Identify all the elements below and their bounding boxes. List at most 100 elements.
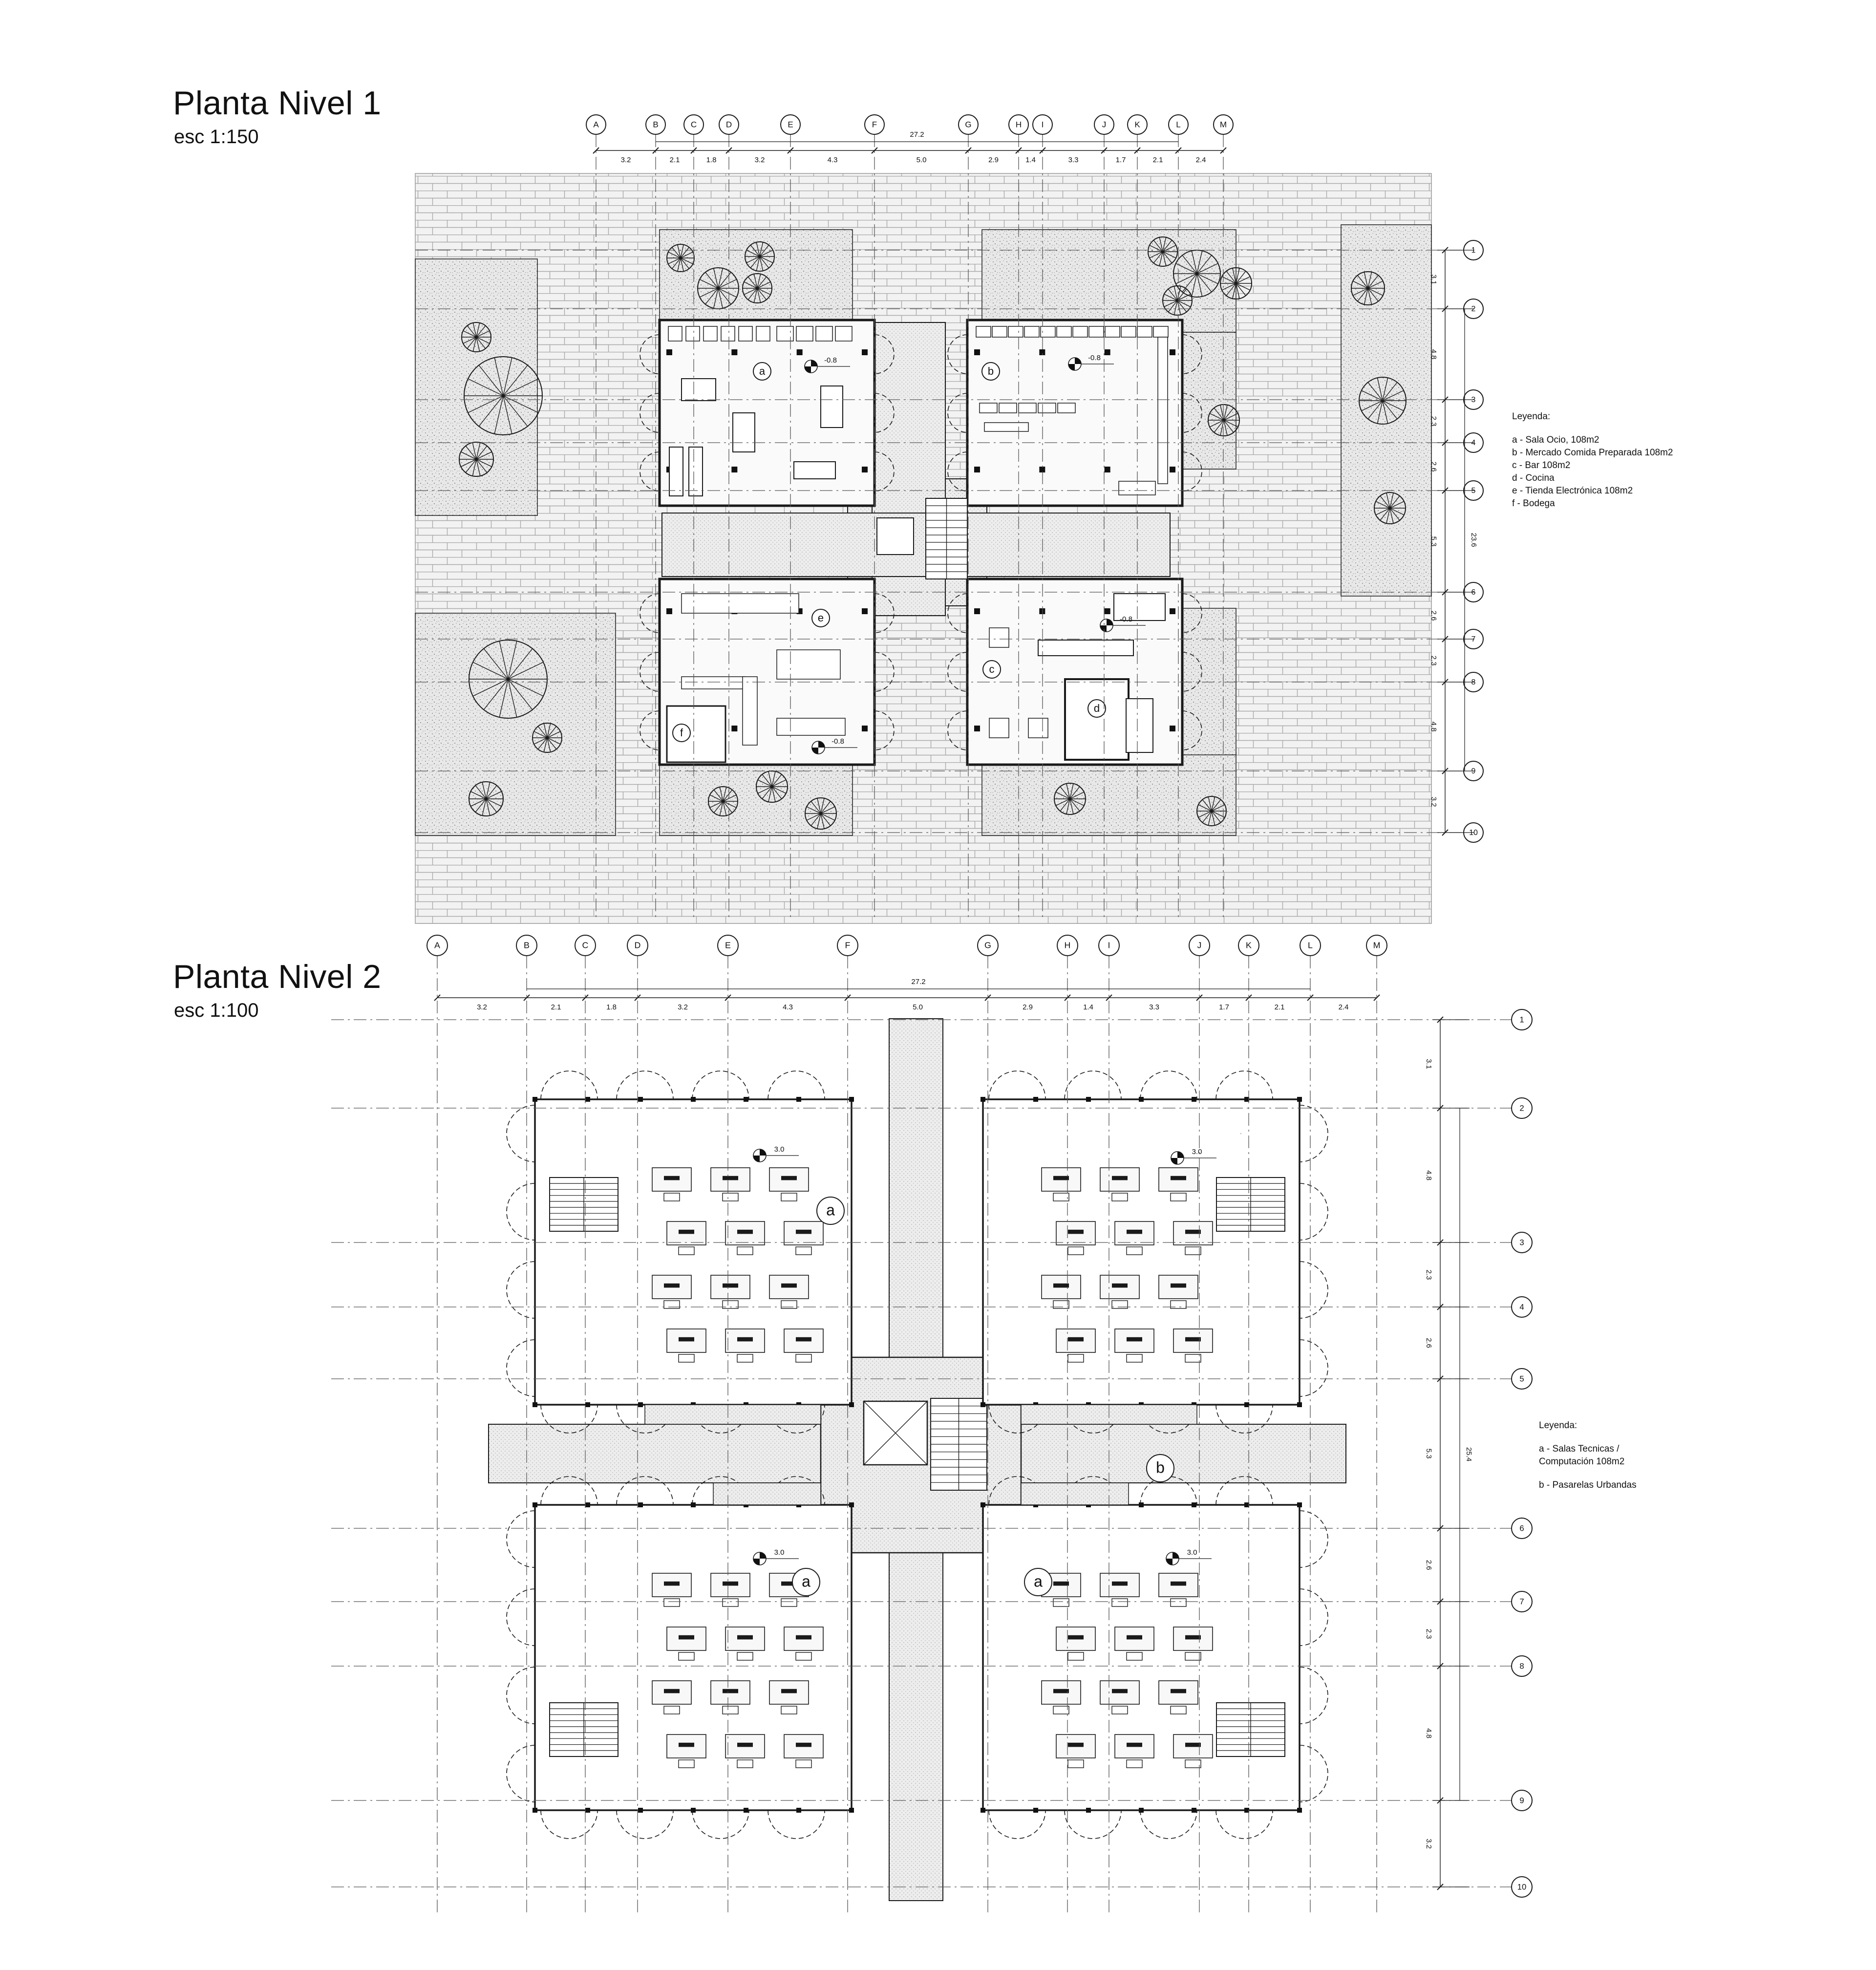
- monitor: [737, 1635, 753, 1640]
- structural-column: [849, 1402, 854, 1407]
- tree-branch: [759, 242, 764, 257]
- plan2-legend-title: Leyenda:: [1539, 1420, 1578, 1431]
- tree-branch: [744, 288, 758, 295]
- structural-column: [849, 1097, 854, 1102]
- door-swing: [874, 710, 895, 750]
- tree-branch: [713, 801, 724, 813]
- plan2-dimension-value: 3.2: [477, 1003, 487, 1011]
- tree-icon: [805, 797, 837, 830]
- structural-column: [849, 1502, 854, 1507]
- structural-column: [1244, 1402, 1249, 1407]
- plan2-dimension-tick: [582, 994, 589, 1001]
- structural-column: [1170, 726, 1175, 731]
- plan1-dimension-value: 2.4: [1196, 156, 1206, 164]
- tree-branch: [723, 794, 737, 802]
- tree-branch: [1221, 276, 1236, 284]
- workstation-desk: [769, 1167, 809, 1201]
- structural-column: [796, 349, 803, 355]
- workstation-desk: [784, 1221, 824, 1255]
- plan1-axis-d-circle: [719, 114, 739, 135]
- tree-branch: [1191, 273, 1197, 297]
- plan1-dimension-value: 2.6: [1429, 462, 1438, 472]
- tree-branch: [1069, 783, 1074, 799]
- tree-branch: [820, 798, 825, 814]
- door-swing: [767, 1071, 825, 1100]
- plan1-axis-k: K: [1127, 114, 1148, 135]
- plan1-legend: Leyenda: a - Sala Ocio, 108m2 b - Mercad…: [1512, 410, 1673, 510]
- structural-column: [744, 1097, 748, 1102]
- tree-branch: [465, 446, 477, 460]
- tree-branch: [1382, 390, 1404, 401]
- chair: [1170, 1300, 1187, 1309]
- structural-column: [731, 349, 738, 355]
- chair: [1111, 1300, 1128, 1309]
- elevator-core: [863, 1400, 928, 1466]
- workstation-desk: [710, 1275, 750, 1309]
- plan2-axis-1: 1: [1511, 1009, 1533, 1030]
- plan1-axis-m: M: [1213, 114, 1234, 135]
- plan2-dimension-value: 1.8: [606, 1003, 617, 1011]
- tree-branch: [472, 459, 477, 476]
- plan1-axis-i: I: [1032, 114, 1053, 135]
- monitor: [781, 1283, 797, 1288]
- tree-branch: [475, 798, 487, 813]
- plan1-axis-f-circle: [864, 114, 885, 135]
- workstation-desk: [652, 1680, 692, 1714]
- structural-column: [638, 1097, 643, 1102]
- structural-column: [666, 349, 672, 355]
- plan2-axis-4: 4: [1511, 1296, 1533, 1318]
- workstation-desk: [725, 1734, 765, 1768]
- tree-branch: [547, 723, 551, 738]
- monitor: [737, 1337, 753, 1342]
- tree-branch: [1177, 289, 1187, 301]
- structural-column: [862, 467, 868, 472]
- plan2-axis-e-label: E: [725, 941, 731, 950]
- plan2-axis-g-circle: [977, 935, 999, 956]
- tree-branch: [1055, 792, 1070, 799]
- tree-branch: [1177, 300, 1187, 312]
- tree-branch: [1162, 245, 1176, 252]
- workstation-desk: [1114, 1627, 1154, 1661]
- tree-branch: [768, 771, 772, 787]
- structural-column: [1244, 1097, 1249, 1102]
- tree-branch: [547, 726, 557, 738]
- door-swing: [874, 451, 895, 492]
- structural-column: [796, 1808, 801, 1813]
- tree-branch: [757, 779, 772, 787]
- tree-branch: [768, 786, 772, 802]
- plan2-dimension-value: 2.6: [1425, 1338, 1433, 1348]
- food-counter: [1008, 326, 1023, 338]
- structural-column: [1086, 1808, 1091, 1813]
- tree-branch: [1375, 508, 1390, 515]
- tree-branch: [699, 279, 719, 289]
- plan2-dimension-value: 5.3: [1425, 1449, 1433, 1459]
- plan2-dimension-tick: [1106, 994, 1112, 1001]
- plan2-room-tag-a: a: [816, 1197, 845, 1225]
- plan1-axis-c-label: C: [691, 120, 697, 129]
- monitor: [723, 1581, 738, 1586]
- workstation-desk: [1114, 1328, 1154, 1363]
- tree-branch: [1164, 294, 1178, 301]
- food-counter: [1157, 337, 1168, 484]
- tree-branch: [476, 459, 481, 476]
- structural-column: [1039, 608, 1045, 614]
- tree-icon: [1173, 250, 1221, 298]
- tree-branch: [713, 790, 724, 802]
- structural-column: [981, 1402, 985, 1407]
- structural-column: [585, 1402, 590, 1407]
- structural-column: [533, 1402, 537, 1407]
- monitor: [664, 1689, 680, 1693]
- tree-branch: [1211, 811, 1221, 823]
- plan2-dimension-tick: [1196, 994, 1203, 1001]
- plan2-axis-7-circle: [1511, 1591, 1533, 1612]
- workstation-desk: [1114, 1221, 1154, 1255]
- tree-branch: [820, 813, 825, 829]
- structural-column: [1104, 608, 1110, 614]
- tree-icon: [459, 442, 494, 477]
- workstation-desk: [1158, 1275, 1198, 1309]
- tree-branch: [746, 256, 760, 263]
- plan1-axis-d-label: D: [726, 120, 732, 129]
- door-swing: [874, 393, 895, 433]
- plan1-dimension-tick: [965, 147, 972, 154]
- lounge-table: [681, 378, 716, 401]
